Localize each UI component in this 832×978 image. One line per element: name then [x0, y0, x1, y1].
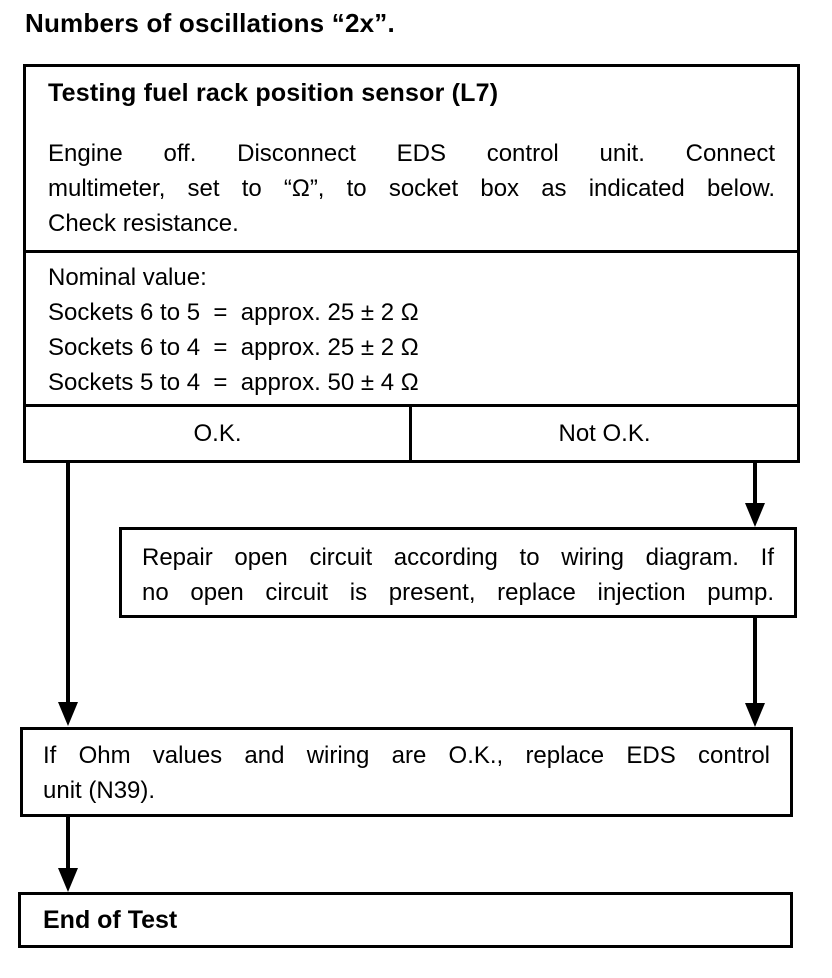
page-heading: Numbers of oscillations “2x”.: [25, 8, 395, 38]
not-ok-arrow-head: [745, 503, 765, 527]
replace-line: If Ohm values and wiring are O.K., repla…: [43, 742, 770, 769]
repair-open-circuit-box: Repair open circuit according to wiring …: [119, 527, 797, 618]
test-title: Testing fuel rack position sensor (L7): [48, 79, 499, 107]
test-instructions: Engine off. Disconnect EDS control unit.…: [48, 136, 775, 241]
nominal-value-row: Sockets 6 to 5 = approx. 25 ± 2 Ω: [48, 299, 419, 326]
test-procedure-box: Testing fuel rack position sensor (L7) E…: [23, 64, 800, 463]
repair-line: no open circuit is present, replace inje…: [142, 579, 774, 606]
ok-arrow-line: [66, 463, 70, 703]
replace-to-end-arrow-line: [66, 817, 70, 868]
instruction-line: Engine off. Disconnect EDS control unit.…: [48, 140, 775, 167]
nominal-value-row: Sockets 6 to 4 = approx. 25 ± 2 Ω: [48, 334, 419, 361]
repair-to-replace-arrow-head: [745, 703, 765, 727]
nominal-value-label: Nominal value:: [48, 264, 207, 291]
outcome-not-ok-cell: Not O.K.: [409, 407, 797, 460]
replace-to-end-arrow-head: [58, 868, 78, 892]
replace-line: unit (N39).: [43, 777, 156, 804]
replace-control-unit-box: If Ohm values and wiring are O.K., repla…: [20, 727, 793, 817]
nominal-value-row: Sockets 5 to 4 = approx. 50 ± 4 Ω: [48, 369, 419, 396]
repair-to-replace-arrow-line: [753, 618, 757, 703]
repair-line: Repair open circuit according to wiring …: [142, 544, 774, 571]
outcome-ok-cell: O.K.: [193, 419, 242, 447]
ok-arrow-head: [58, 702, 78, 726]
test-instructions-section: Testing fuel rack position sensor (L7) E…: [26, 67, 797, 250]
outcome-row: O.K. Not O.K.: [26, 404, 797, 460]
instruction-line: Check resistance.: [48, 210, 239, 237]
end-of-test-box: End of Test: [18, 892, 793, 948]
nominal-values-section: Nominal value: Sockets 6 to 5 = approx. …: [26, 250, 797, 404]
instruction-line: multimeter, set to “Ω”, to socket box as…: [48, 175, 775, 202]
not-ok-arrow-line: [753, 463, 757, 505]
